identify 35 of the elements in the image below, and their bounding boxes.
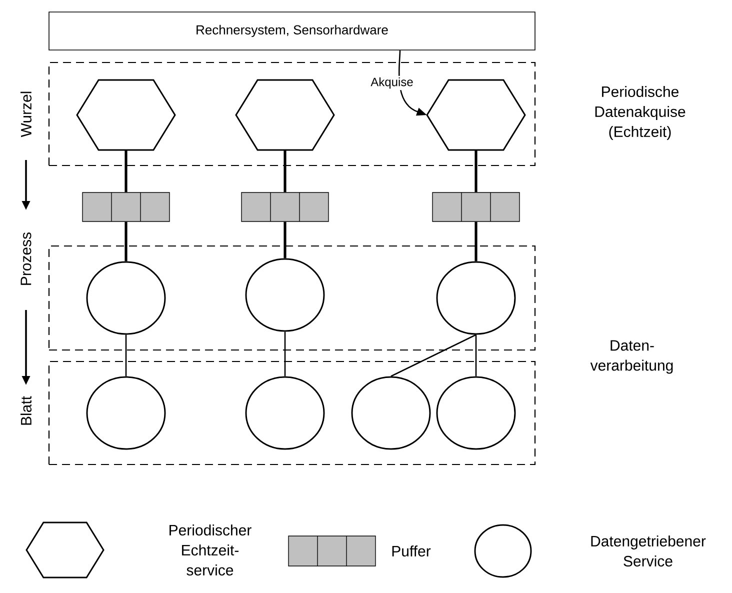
hexagon: [235, 79, 335, 151]
dashed-band: [48, 360, 536, 466]
circle: [86, 376, 166, 450]
connector-line: [474, 222, 478, 262]
dashed-band: [48, 245, 536, 351]
connector-line: [284, 222, 286, 258]
legend-label: Periodischer Echtzeit- service: [170, 524, 252, 576]
band-caption: Periodische Datenakquise (Echtzeit): [595, 86, 686, 140]
hexagon: [76, 79, 176, 151]
circle: [245, 376, 325, 450]
level-label: Wurzel: [20, 92, 32, 138]
circle: [86, 261, 166, 335]
connector-line: [284, 332, 286, 376]
circle: [436, 376, 516, 450]
connector-line: [125, 334, 127, 376]
connector-line: [284, 150, 286, 192]
hexagon: [426, 79, 526, 151]
legend-label: Puffer: [392, 546, 431, 556]
system-box: Rechnersystem, Sensorhardware: [48, 12, 536, 50]
circle: [436, 261, 516, 335]
circle: [351, 376, 431, 450]
connector-line: [474, 150, 478, 192]
buffer: [82, 192, 170, 222]
circle: [245, 258, 325, 332]
buffer: [241, 192, 329, 222]
connector-line: [124, 222, 128, 262]
connector-line: [124, 150, 128, 192]
dashed-band: [48, 62, 536, 166]
buffer: [432, 192, 520, 222]
connector-line: [475, 334, 477, 376]
edge-label: Akquise: [370, 77, 413, 89]
band-caption: Daten- verarbeitung: [590, 340, 673, 374]
legend-label: Datengetriebener Service: [591, 535, 706, 566]
level-label: Prozess: [20, 232, 32, 285]
level-label: Blatt: [20, 396, 32, 425]
